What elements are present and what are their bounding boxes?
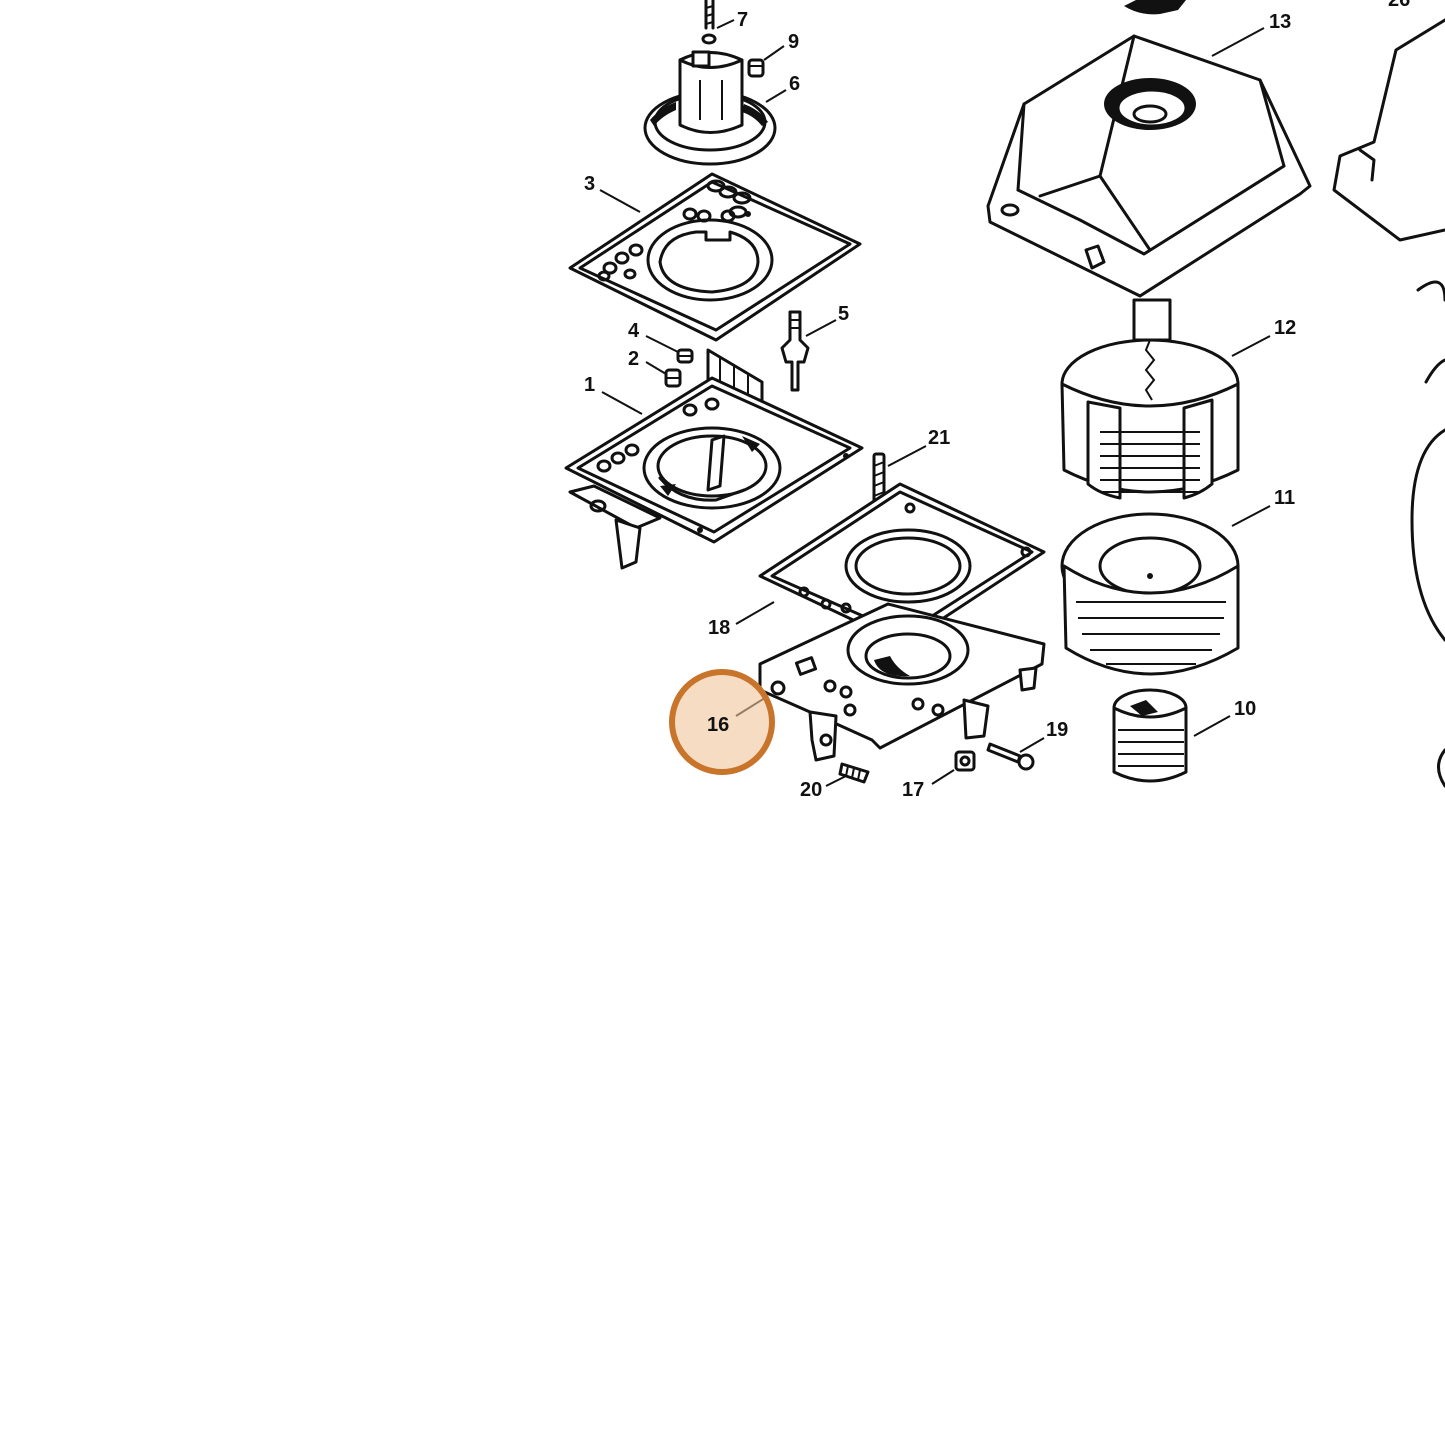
- part-label-12[interactable]: 12: [1274, 317, 1296, 339]
- part-label-7[interactable]: 7: [737, 9, 748, 31]
- part-16-drawing: [758, 602, 1046, 762]
- part-11-drawing: [1060, 512, 1240, 676]
- part-label-3[interactable]: 3: [584, 173, 595, 195]
- part-labels: 7 9 6 3 4 2 5 1 21 18 16 20 17 19 13 12 …: [584, 0, 1410, 801]
- part-label-11[interactable]: 11: [1274, 487, 1295, 509]
- part-label-6[interactable]: 6: [789, 73, 800, 95]
- part-1-drawing: [564, 376, 864, 570]
- part-label-2[interactable]: 2: [628, 348, 639, 370]
- part-label-5[interactable]: 5: [838, 303, 849, 325]
- part-6-drawing: [643, 0, 777, 166]
- part-label-16[interactable]: 16: [707, 714, 729, 736]
- part-13-drawing: [986, 0, 1312, 298]
- part-label-19[interactable]: 19: [1046, 719, 1068, 741]
- part-label-26[interactable]: 26: [1388, 0, 1410, 11]
- part-10-drawing: [1112, 688, 1188, 783]
- part-12-drawing: [1060, 298, 1240, 500]
- part-label-9[interactable]: 9: [788, 31, 799, 53]
- part-label-13[interactable]: 13: [1269, 11, 1291, 33]
- part-label-1[interactable]: 1: [584, 374, 595, 396]
- part-label-17[interactable]: 17: [902, 779, 924, 801]
- highlight-marker[interactable]: [669, 669, 775, 775]
- part-label-18[interactable]: 18: [708, 617, 730, 639]
- part-label-20[interactable]: 20: [800, 779, 822, 801]
- part-label-4[interactable]: 4: [628, 320, 640, 342]
- part-label-21[interactable]: 21: [928, 427, 950, 449]
- small-hardware-drawing: [838, 742, 1035, 784]
- part-label-10[interactable]: 10: [1234, 698, 1256, 720]
- part-3-drawing: [568, 172, 862, 342]
- edge-components-drawing: [1332, 18, 1445, 788]
